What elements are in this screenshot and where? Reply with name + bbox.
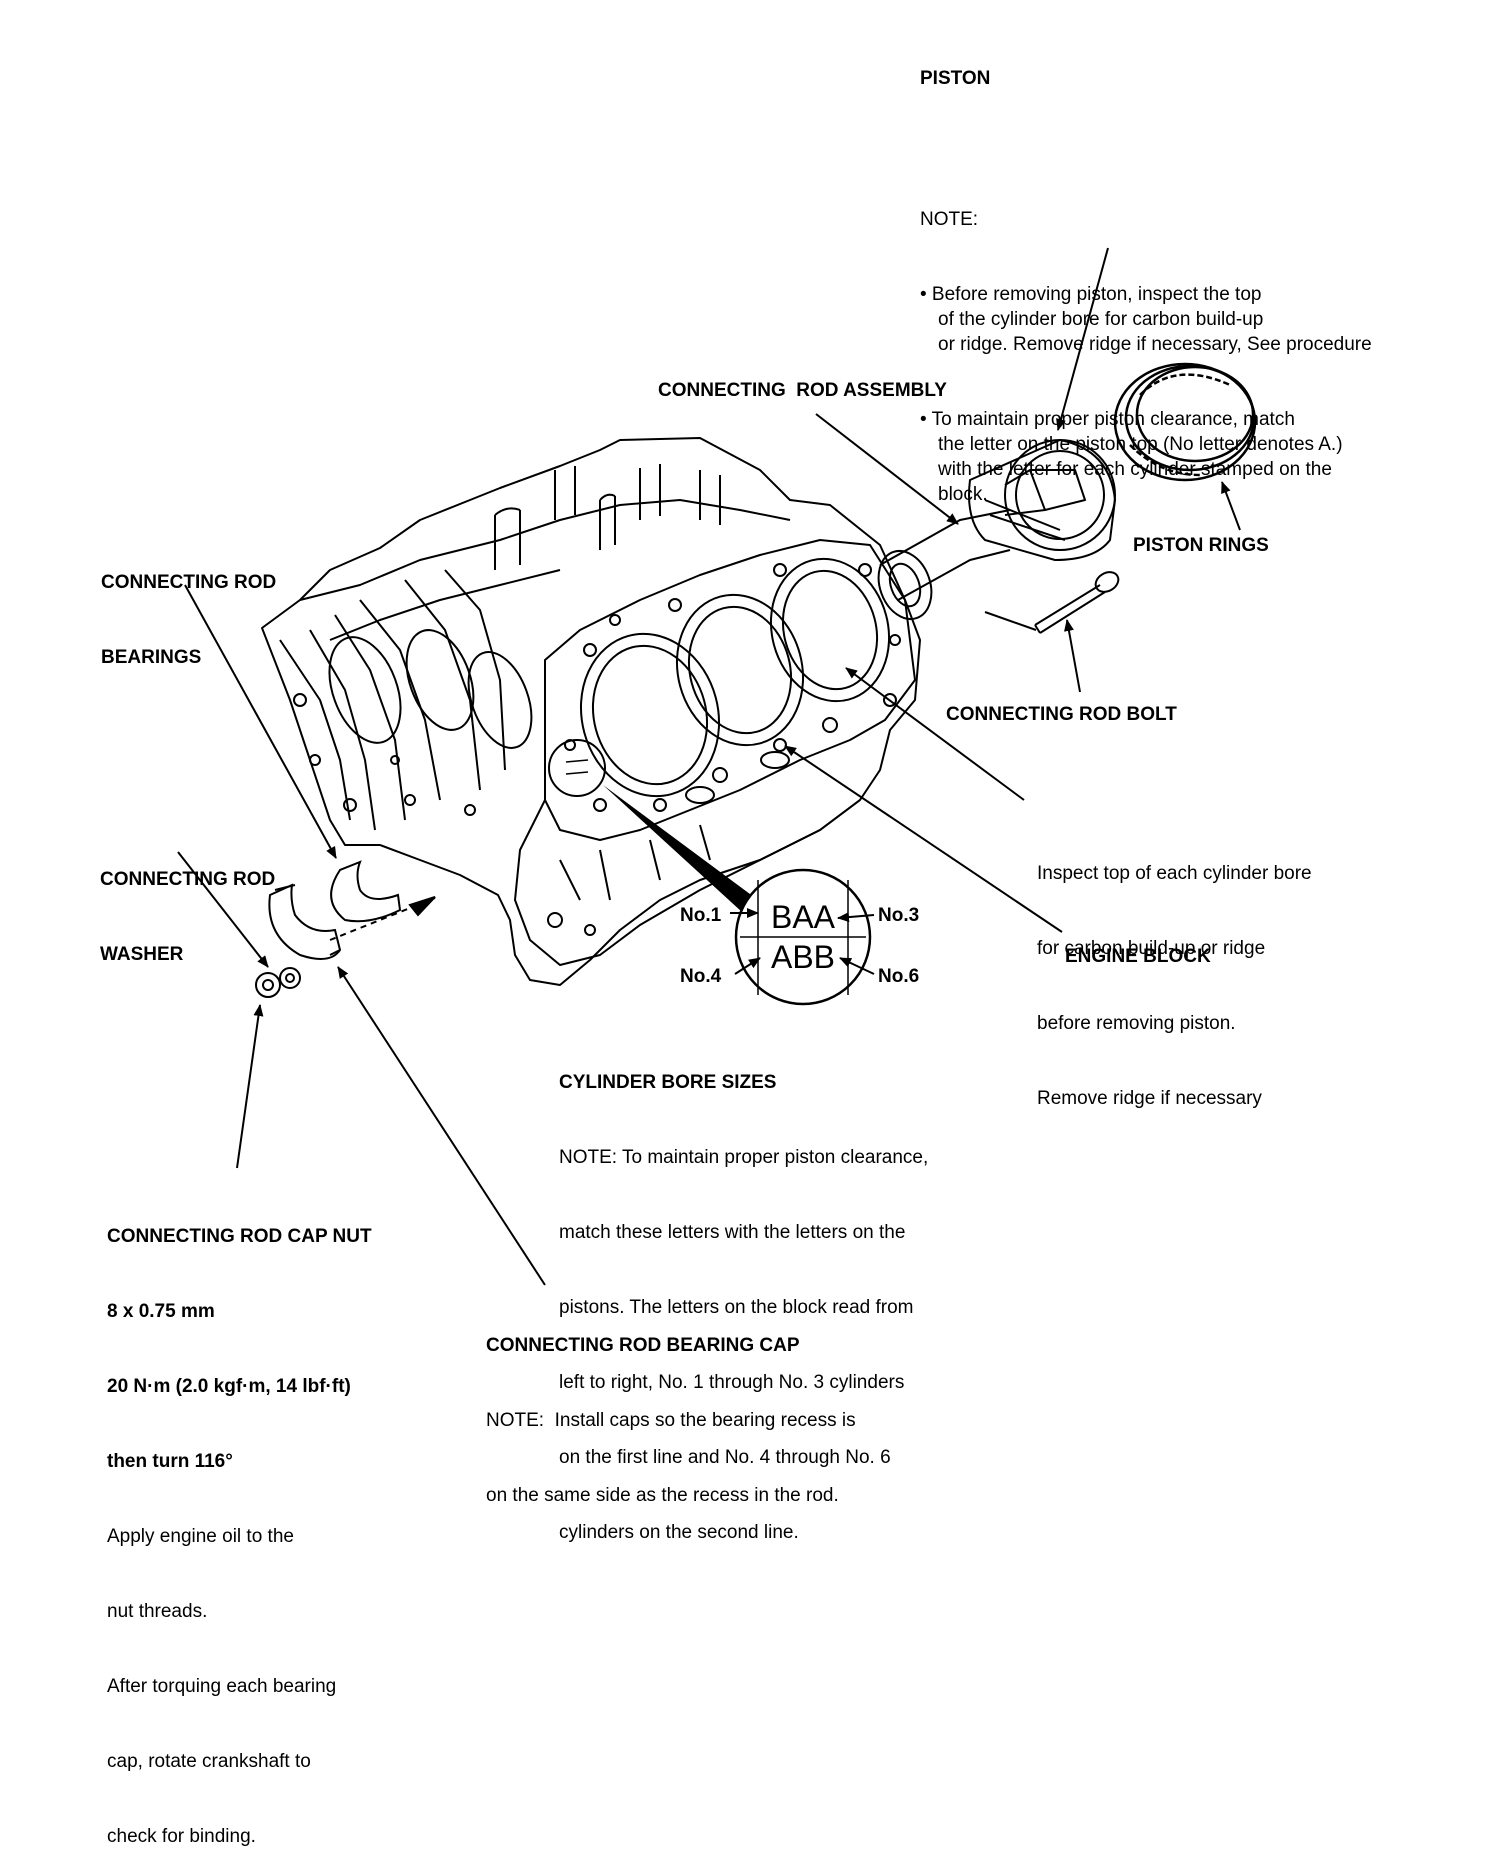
- cylinder-bore-sizes-title: CYLINDER BORE SIZES: [559, 1072, 777, 1093]
- engine-block-drawing: [261, 437, 921, 986]
- bore-label-no3: No.3: [878, 905, 919, 926]
- bore-label-no1: No.1: [680, 905, 722, 926]
- connecting-rod-washer-label: CONNECTING ROD WASHER: [100, 869, 276, 965]
- inspect-bore-note: Inspect top of each cylinder bore for ca…: [1037, 863, 1312, 1109]
- piston-label: PISTON NOTE: • Before removing piston, i…: [920, 16, 1372, 532]
- bore-size-stamp-callout: BAA ABB No.1 No.3 No.4 No.6: [680, 868, 919, 1006]
- piston-note-bullet-2: • To maintain proper piston clearance, m…: [920, 409, 1343, 505]
- connecting-rod-bolt-label: CONNECTING ROD BOLT: [946, 704, 1177, 725]
- bearing-cap-parts: [255, 860, 436, 998]
- bore-label-no6: No.6: [878, 966, 919, 987]
- bore-label-no4: No.4: [680, 966, 722, 987]
- bearing-cap-note: CONNECTING ROD BEARING CAP NOTE: Install…: [486, 1335, 856, 1506]
- bore-stamp-row1: BAA: [771, 899, 836, 935]
- engine-block-label: ENGINE BLOCK: [1065, 946, 1211, 967]
- cylinder-bores: [579, 557, 891, 798]
- exploded-engine-diagram: BAA ABB No.1 No.3 No.4 No.6: [177, 247, 1257, 1286]
- piston-rings-label: PISTON RINGS: [1133, 535, 1269, 556]
- cap-nut-title: CONNECTING ROD CAP NUT: [107, 1226, 372, 1247]
- piston-rings-drawing: [1113, 362, 1257, 482]
- piston-title: PISTON: [920, 68, 991, 89]
- bearing-cap-title: CONNECTING ROD BEARING CAP: [486, 1335, 800, 1356]
- connecting-rod-bolt-drawing: [1034, 571, 1120, 634]
- piston-note-bullet-1: • Before removing piston, inspect the to…: [920, 284, 1372, 355]
- connecting-rod-bearings-label: CONNECTING ROD BEARINGS: [101, 572, 277, 668]
- connecting-rod-assembly-label: CONNECTING ROD ASSEMBLY: [658, 380, 947, 401]
- piston-note-heading: NOTE:: [920, 209, 979, 230]
- cap-nut-note: CONNECTING ROD CAP NUT 8 x 0.75 mm 20 N·…: [107, 1226, 372, 1847]
- bore-stamp-row2: ABB: [771, 939, 835, 975]
- piston-and-rod: [877, 439, 1116, 620]
- leader-lines: [177, 247, 1241, 1286]
